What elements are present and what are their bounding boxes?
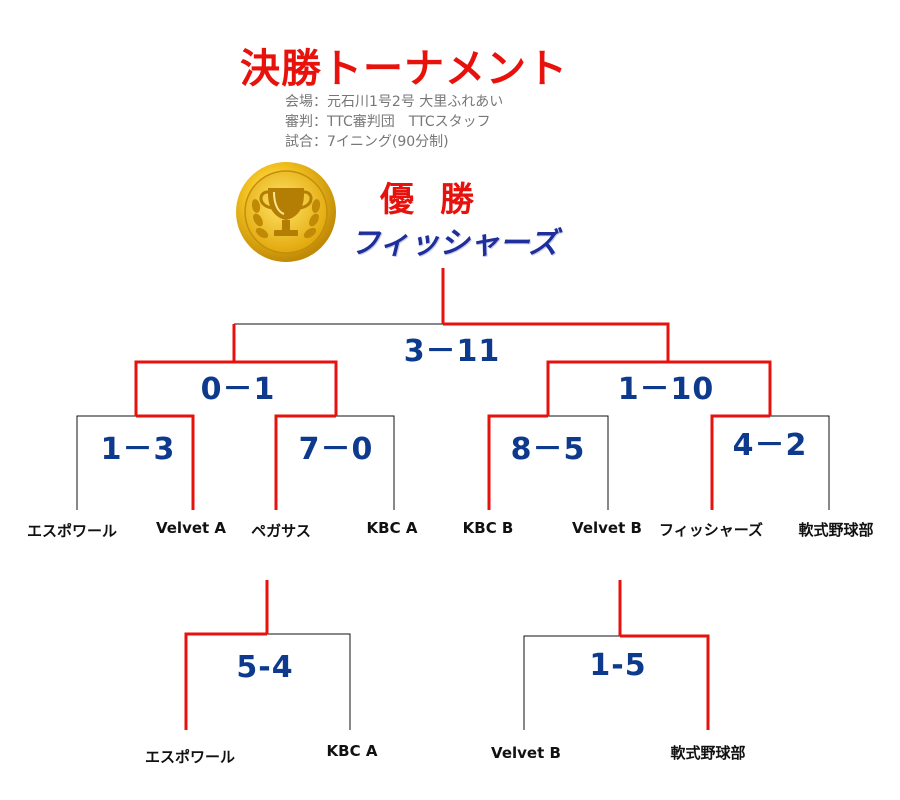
page-title: 決勝トーナメント [240, 46, 568, 92]
winner-line [136, 414, 195, 510]
bracket-line [76, 415, 136, 510]
champion-team: フィッシャーズ [350, 226, 558, 261]
winner-line [234, 360, 338, 416]
champion-label: 優勝 [380, 180, 500, 220]
round1-score-4: 4－2 [732, 428, 808, 463]
bracket-line [523, 635, 620, 730]
winner-line [668, 360, 772, 416]
sub-score-left: 5-4 [236, 650, 294, 685]
winner-line [487, 414, 548, 510]
round1-score-1: 1－3 [100, 432, 176, 467]
bracket-line [267, 633, 351, 730]
team-label: KBC B [462, 519, 514, 537]
match-format-info: 試合：7イニング(90分制) [285, 134, 449, 150]
winner-line [620, 634, 710, 730]
winner-line [274, 414, 336, 510]
sub-team-label: KBC A [326, 742, 378, 760]
sub-team-label: 軟式野球部 [670, 744, 746, 762]
team-label: ペガサス [251, 522, 311, 540]
winner-line [546, 360, 668, 416]
bracket-line [770, 415, 830, 510]
referee-info: 審判：TTC審判団 TTCスタッフ [285, 114, 491, 130]
winner-line [443, 322, 670, 362]
round1-score-3: 8－5 [510, 432, 586, 467]
final-score: 3－11 [403, 334, 501, 369]
venue-info: 会場：元石川1号2号 大里ふれあい [285, 94, 504, 110]
team-label: Velvet B [572, 519, 642, 537]
team-label: フィッシャーズ [659, 521, 763, 539]
team-label: Velvet A [155, 519, 227, 537]
semi-score-left: 0－1 [200, 372, 276, 407]
winner-line [134, 360, 234, 416]
team-label: KBC A [366, 519, 418, 537]
bracket-line [548, 415, 609, 510]
sub-score-right: 1-5 [589, 648, 647, 683]
match-info: 会場：元石川1号2号 大里ふれあい 審判：TTC審判団 TTCスタッフ 試合：7… [285, 92, 503, 152]
winner-line [710, 414, 770, 510]
round1-score-2: 7－0 [298, 432, 374, 467]
sub-team-label: エスポワール [144, 748, 236, 766]
gold-trophy-medal-icon [236, 162, 336, 262]
sub-team-label: Velvet B [491, 744, 561, 762]
team-label: エスポワール [26, 522, 118, 540]
winner-line [184, 632, 267, 730]
bracket-line [336, 415, 395, 510]
team-label: 軟式野球部 [798, 521, 874, 539]
semi-score-right: 1－10 [617, 372, 715, 407]
